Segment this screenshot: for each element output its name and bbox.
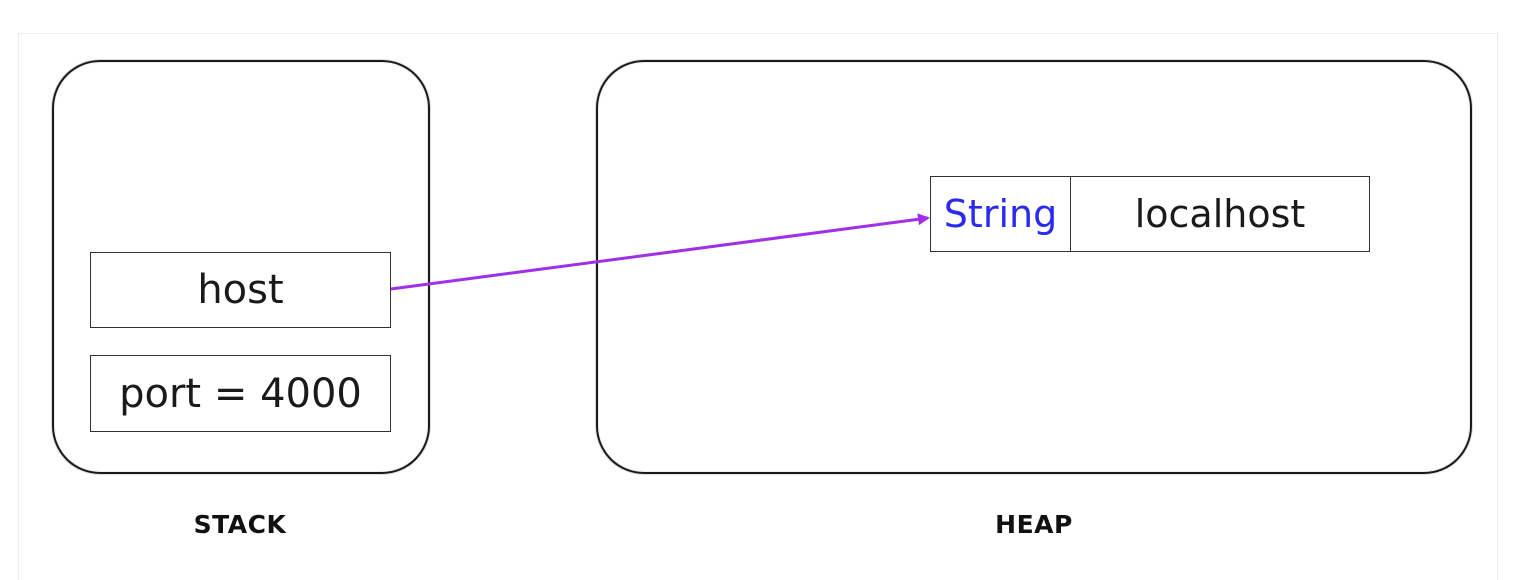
object-value-cell: localhost <box>1071 177 1369 251</box>
heap-caption: HEAP <box>995 510 1073 539</box>
object-value-label: localhost <box>1134 192 1306 236</box>
stack-caption: STACK <box>193 510 287 539</box>
port-label: port = 4000 <box>119 370 362 417</box>
object-type-cell: String <box>931 177 1071 251</box>
stack-variable-host: host <box>90 252 391 328</box>
canvas-frame <box>18 33 1498 580</box>
object-type-label: String <box>943 192 1058 236</box>
stack-variable-port: port = 4000 <box>90 355 391 432</box>
heap-region <box>596 60 1472 474</box>
host-label: host <box>197 267 284 313</box>
heap-string-object: String localhost <box>930 176 1370 252</box>
